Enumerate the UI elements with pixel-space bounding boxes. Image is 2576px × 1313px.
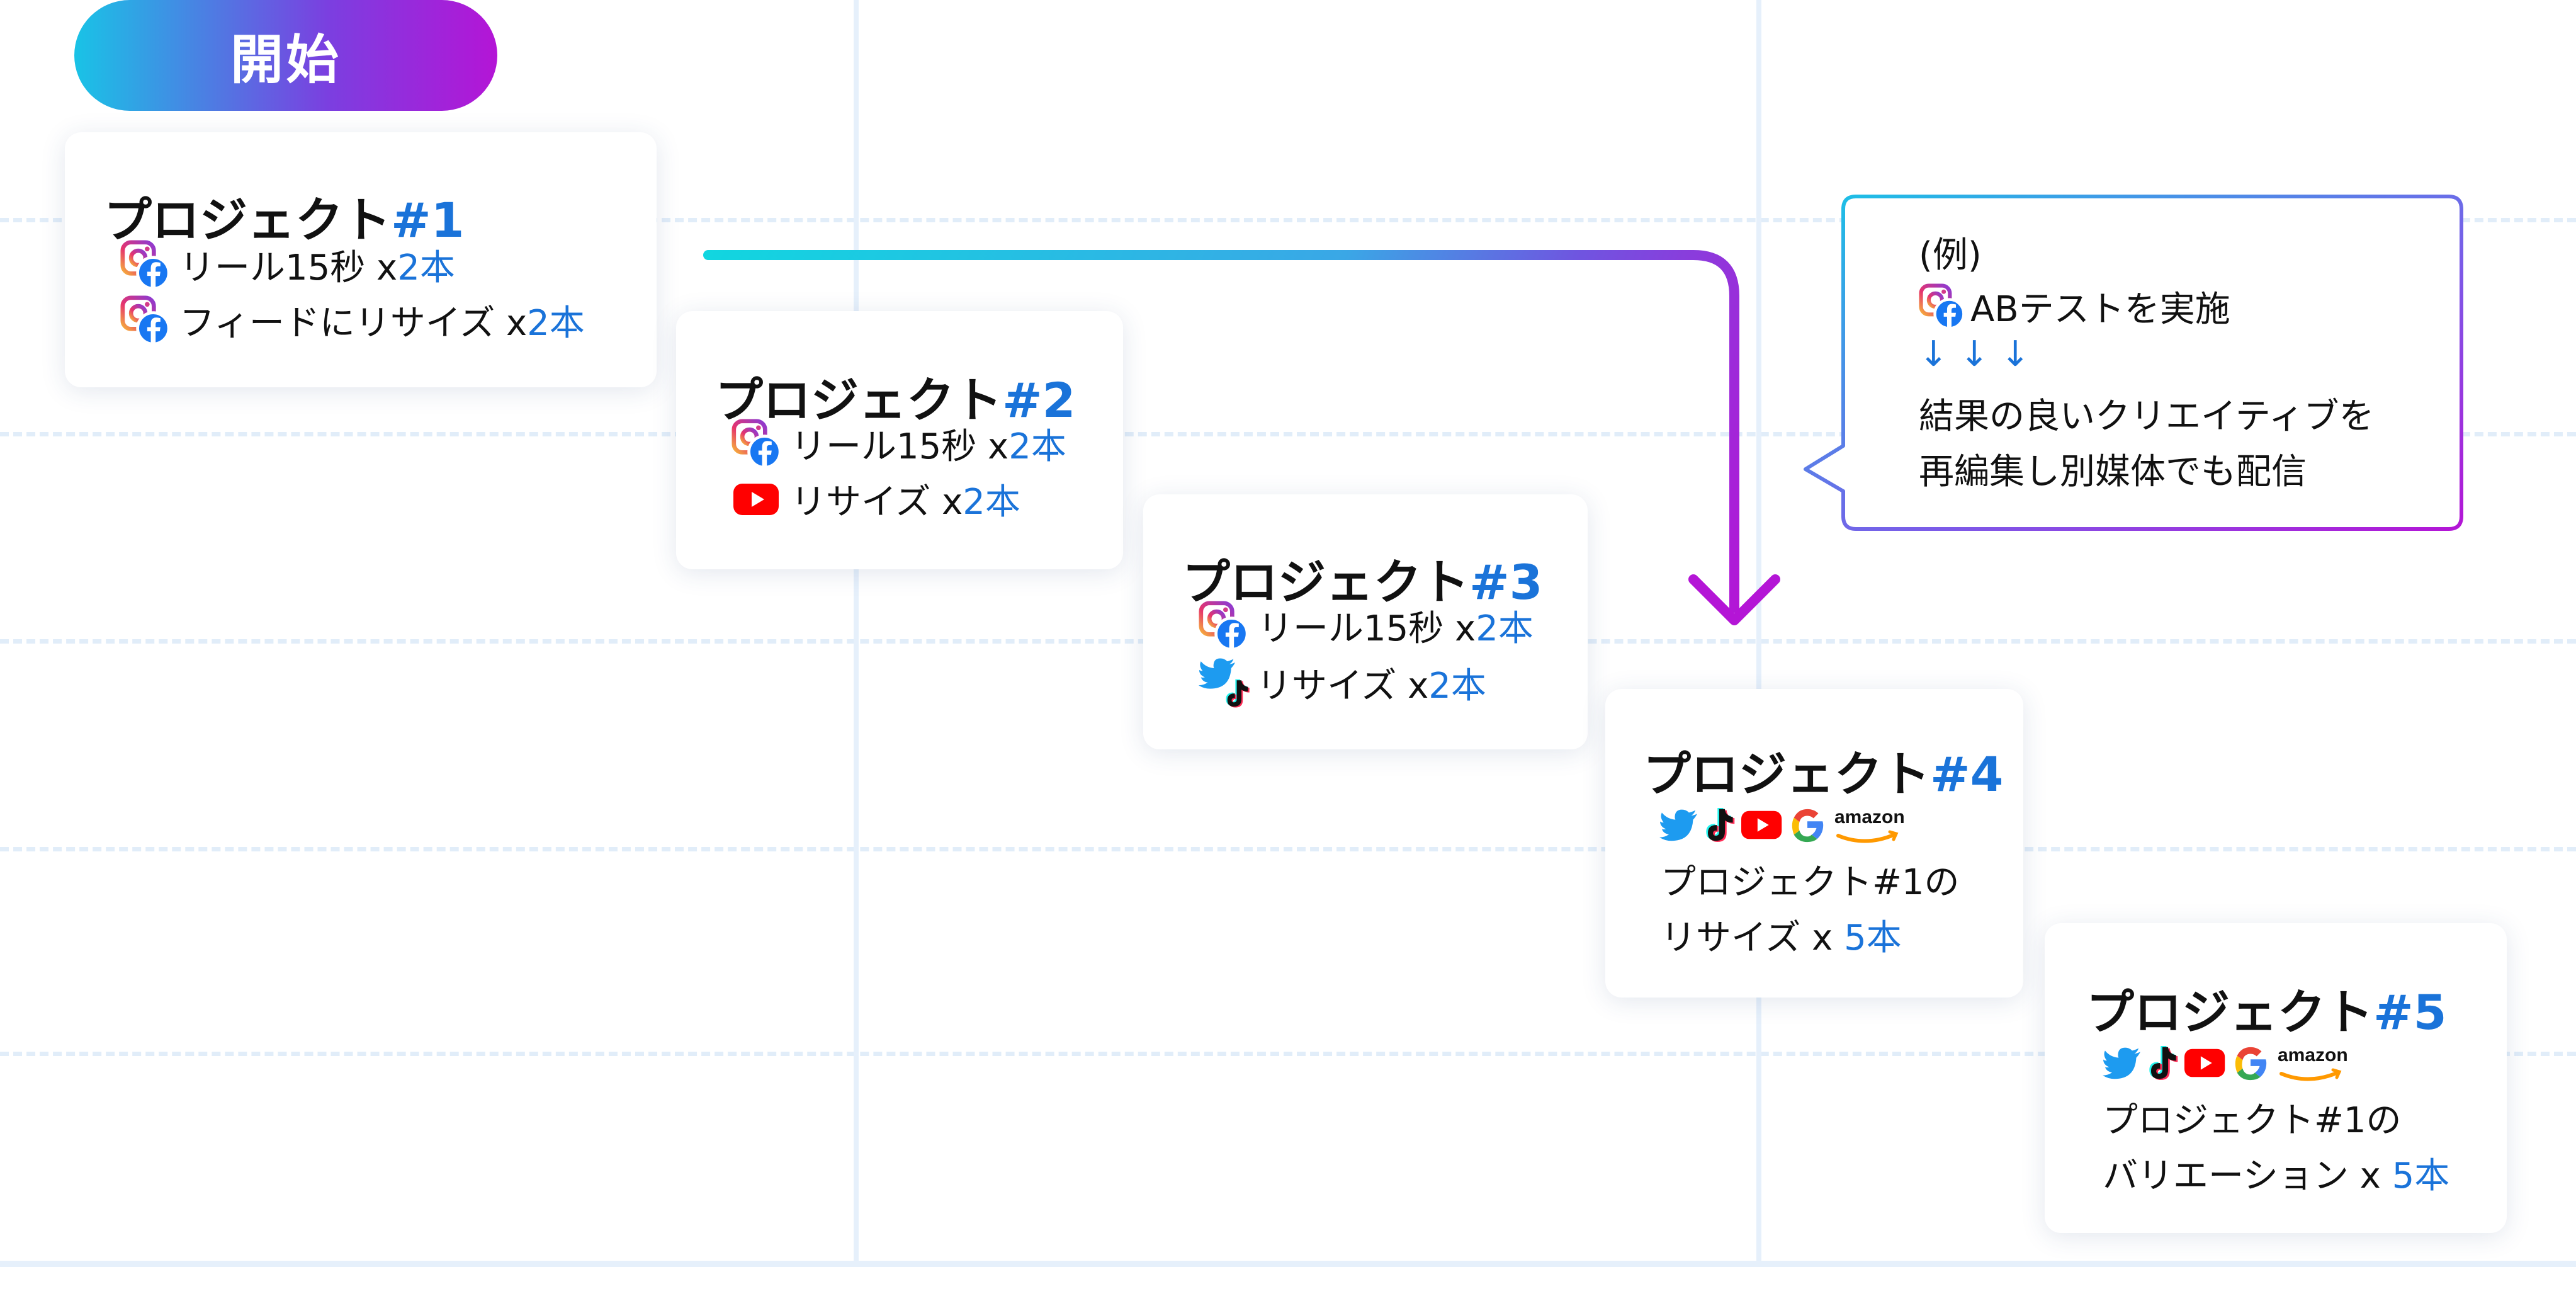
project-title-text: プロジェクト (104, 192, 391, 248)
deliverable-text: リサイズ x (1661, 918, 1844, 958)
callout-down-arrows: ↓↓↓ (1919, 334, 2042, 375)
project-number: #5 (2373, 984, 2447, 1040)
deliverable-text: リール15秒 x (179, 247, 398, 288)
instagram-facebook-icon (1919, 283, 1965, 330)
timeline-baseline (0, 1261, 2576, 1267)
deliverable-row: リール15秒 x 2本 (1199, 600, 1534, 651)
instagram-facebook-icon (1199, 601, 1249, 651)
grid-line (0, 432, 2576, 436)
google-icon (1788, 805, 1827, 844)
project-card-3: プロジェクト#3 リール15秒 x 2本 リサイズ x 2本 (1143, 494, 1588, 749)
project-number: #4 (1930, 746, 2004, 802)
project-card-4: プロジェクト#4 amazon プロジェクト#1の リサイズ x 5本 (1605, 689, 2023, 998)
deliverable-row: リール15秒 x 2本 (120, 239, 455, 290)
callout-bubble (1804, 195, 2463, 531)
deliverable-count: 2本 (1476, 608, 1534, 649)
project-card-1: プロジェクト#1 リール15秒 x 2本 フィードにリサイズ x 2本 (65, 132, 657, 387)
project-title-text: プロジェクト (715, 372, 1002, 428)
youtube-icon (2184, 1044, 2226, 1082)
start-label: 開始 (74, 0, 497, 111)
twitter-tiktok-icon (1199, 656, 1253, 710)
project-title: プロジェクト#3 (1182, 543, 1543, 613)
amazon-icon: amazon (1829, 805, 1905, 844)
callout-example-label: (例) (1919, 235, 1982, 276)
deliverable-text: フィードにリサイズ x (179, 303, 528, 344)
instagram-facebook-icon (120, 295, 171, 346)
deliverable-text: リール15秒 x (1258, 608, 1476, 649)
deliverable-text: バリエーション x (2103, 1156, 2392, 1196)
project-title-text: プロジェクト (1182, 554, 1469, 610)
grid-line (854, 0, 859, 1266)
deliverable-count: 5本 (2392, 1156, 2450, 1196)
amazon-wordmark: amazon (1834, 807, 1905, 827)
deliverable-count: 2本 (397, 247, 455, 288)
instagram-facebook-icon (732, 419, 782, 469)
deliverable-count: 5本 (1844, 918, 1902, 958)
project-title-text: プロジェクト (2086, 984, 2373, 1040)
instagram-facebook-icon (120, 240, 171, 290)
project-title: プロジェクト#4 (1643, 736, 2004, 805)
deliverable-row: リサイズ x 2本 (1199, 656, 1486, 710)
deliverable-row: フィードにリサイズ x 2本 (120, 295, 585, 346)
project-description: プロジェクト#1の (2103, 1100, 2402, 1141)
deliverable-count: 2本 (963, 482, 1020, 523)
twitter-icon (2103, 1045, 2142, 1081)
platform-icons: amazon (2103, 1040, 2348, 1086)
grid-line (0, 218, 2576, 222)
youtube-icon (732, 479, 782, 520)
project-card-2: プロジェクト#2 リール15秒 x 2本 リサイズ x 2本 (676, 311, 1123, 569)
callout-redistribute-text: 再編集し別媒体でも配信 (1919, 452, 2307, 492)
deliverable-row: リール15秒 x 2本 (732, 418, 1066, 469)
deliverable-count: 2本 (1428, 665, 1486, 707)
deliverable-count: 2本 (527, 303, 585, 344)
platform-icons: amazon (1659, 802, 1905, 848)
callout-ab-test-text: ABテストを実施 (1970, 289, 2230, 330)
deliverable-text: リール15秒 x (791, 426, 1009, 467)
google-icon (2231, 1043, 2270, 1083)
twitter-icon (1659, 807, 1698, 843)
deliverable-row: リサイズ x 2本 (732, 474, 1020, 525)
amazon-wordmark: amazon (2278, 1045, 2348, 1066)
project-card-5: プロジェクト#5 amazon プロジェクト#1の バリエーション x 5本 (2045, 923, 2507, 1233)
tiktok-icon (1702, 805, 1736, 844)
grid-line (0, 847, 2576, 851)
tiktok-icon (2145, 1043, 2179, 1083)
project-number: #2 (1002, 372, 1076, 428)
deliverable-text: リサイズ x (791, 482, 963, 523)
grid-line (0, 1052, 2576, 1056)
project-title: プロジェクト#2 (715, 361, 1076, 431)
grid-line (1756, 0, 1761, 1266)
amazon-icon: amazon (2273, 1043, 2348, 1083)
project-description: プロジェクト#1の (1661, 862, 1960, 903)
project-number: #3 (1469, 554, 1543, 610)
project-title: プロジェクト#5 (2086, 974, 2447, 1043)
callout-result-text: 結果の良いクリエイティブを (1919, 396, 2375, 437)
deliverable-text: リサイズ x (1257, 665, 1429, 707)
youtube-icon (1741, 806, 1783, 844)
deliverable-count: 2本 (1008, 426, 1066, 467)
callout-ab-test: ABテストを実施 (1919, 281, 2230, 332)
project-title-text: プロジェクト (1643, 746, 1930, 802)
project-number: #1 (391, 192, 465, 248)
project-description: リサイズ x 5本 (1661, 909, 1902, 960)
project-title: プロジェクト#1 (104, 181, 465, 251)
project-description: バリエーション x 5本 (2103, 1147, 2449, 1198)
